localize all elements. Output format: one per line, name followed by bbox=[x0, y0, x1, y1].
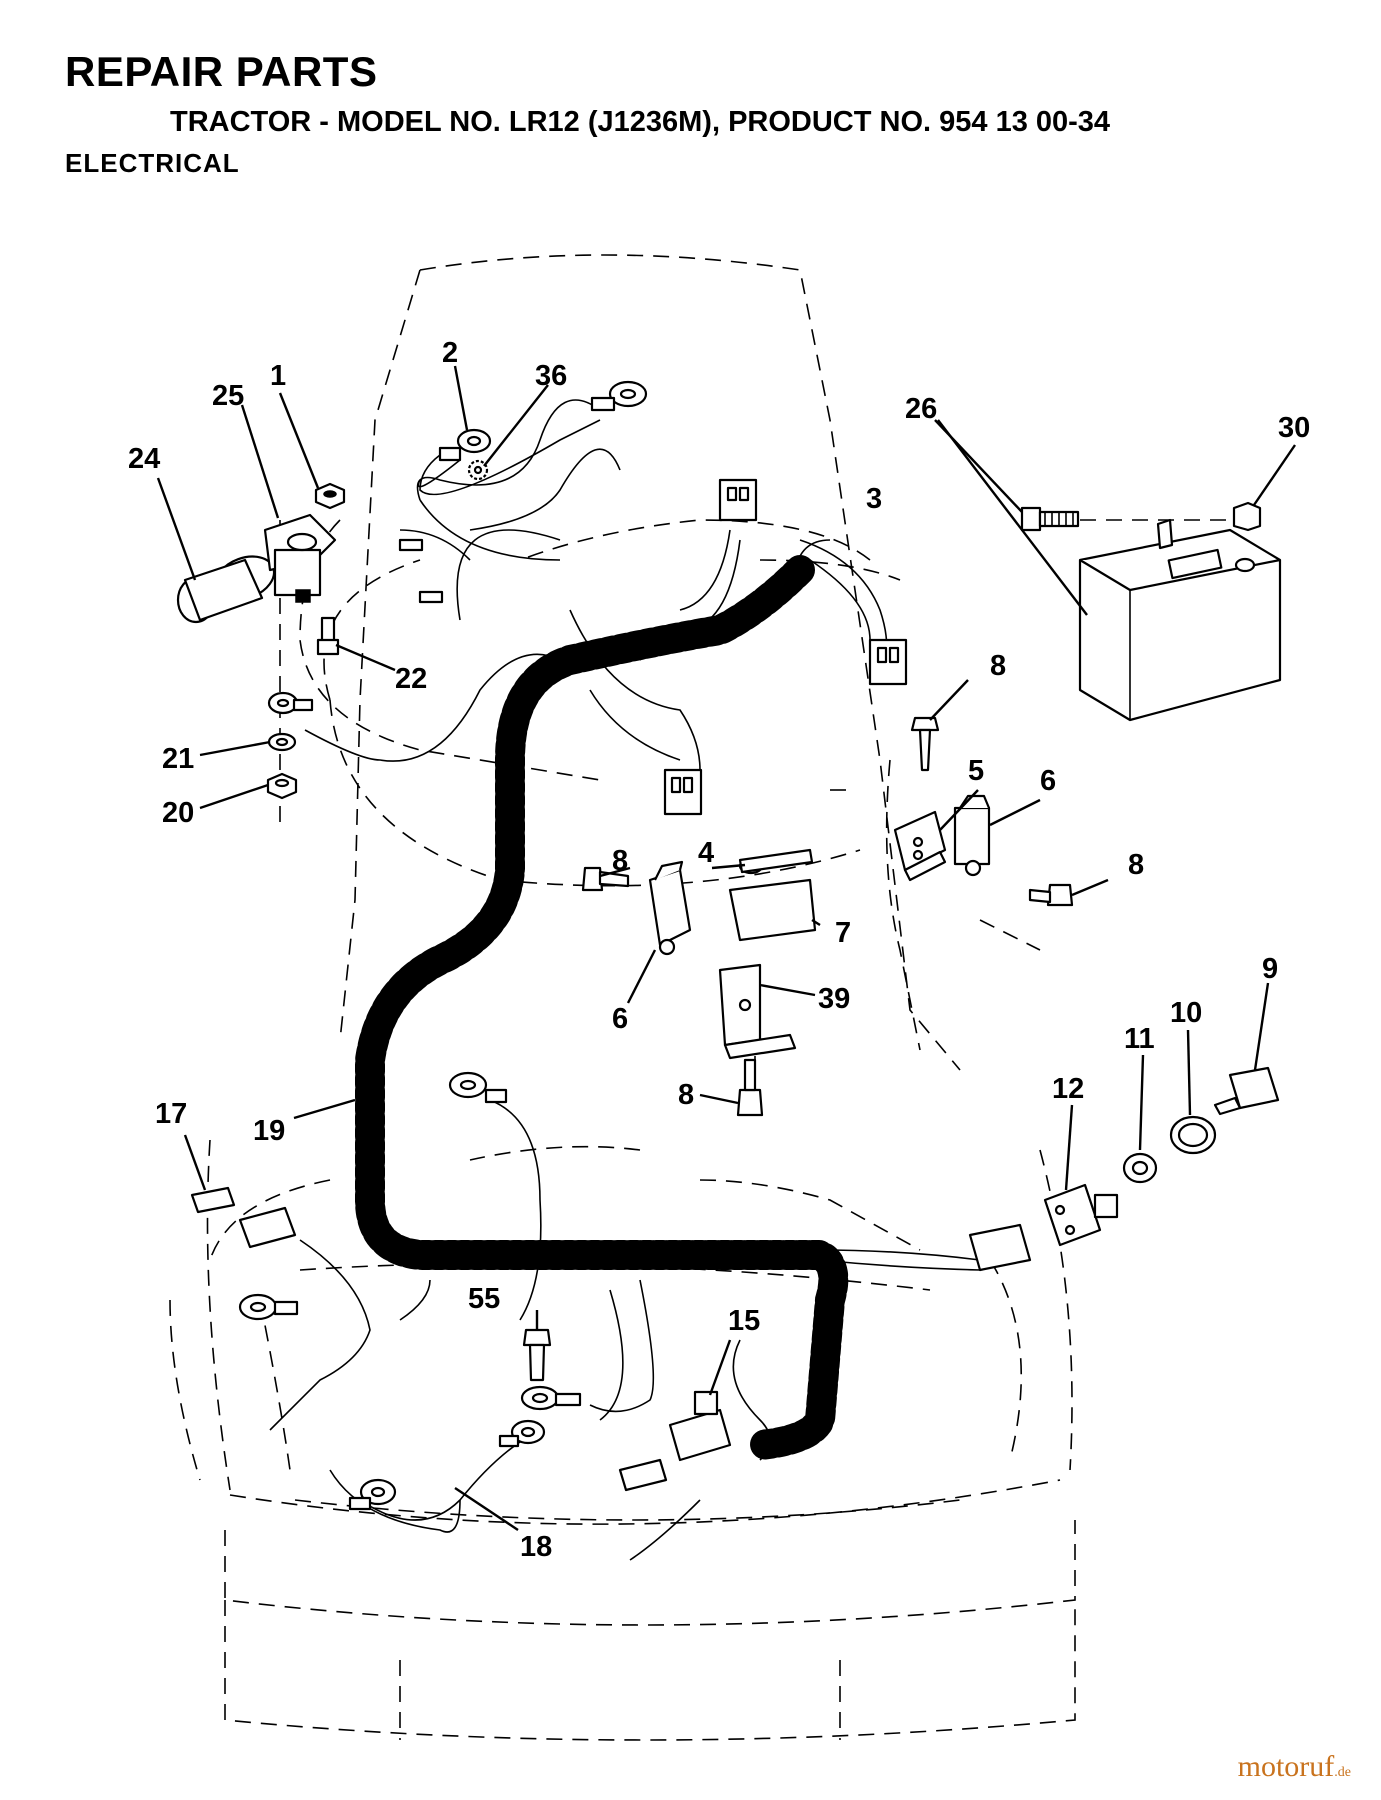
part-24-boot bbox=[176, 555, 276, 624]
part-11-nut bbox=[1122, 1152, 1158, 1184]
callout-8-left: 8 bbox=[612, 845, 628, 877]
ring-terminal-18b bbox=[348, 1478, 397, 1511]
page-title: REPAIR PARTS bbox=[65, 48, 378, 95]
wiring bbox=[269, 399, 981, 1561]
callout-11: 11 bbox=[1124, 1023, 1155, 1055]
part-8-screw-left bbox=[581, 866, 630, 892]
callout-4: 4 bbox=[698, 837, 714, 869]
callout-8-right: 8 bbox=[1128, 849, 1144, 881]
callout-1: 1 bbox=[270, 360, 286, 392]
ring-terminal-upper bbox=[448, 1071, 508, 1104]
part-6-switch-right bbox=[953, 794, 991, 877]
section-label: ELECTRICAL bbox=[65, 148, 240, 178]
callout-55: 55 bbox=[468, 1283, 500, 1315]
fuse-holder bbox=[238, 1206, 297, 1249]
part-6-switch-center bbox=[648, 860, 692, 956]
callout-8-top: 8 bbox=[990, 650, 1006, 682]
callout-6-center: 6 bbox=[612, 1003, 628, 1035]
watermark-brand: motoruf bbox=[1237, 1750, 1335, 1783]
callout-10: 10 bbox=[1170, 997, 1202, 1029]
seat-switch-connector bbox=[618, 1458, 668, 1492]
callout-30: 30 bbox=[1278, 412, 1310, 444]
watermark-logo: motoruf.de bbox=[1238, 1750, 1351, 1784]
ring-terminal-solenoid bbox=[267, 691, 314, 715]
part-9-key bbox=[1213, 1066, 1280, 1116]
small-terminal-b bbox=[418, 590, 444, 604]
part-3-battery bbox=[1078, 518, 1282, 722]
part-8-screw-right bbox=[1028, 883, 1074, 907]
part-10-bezel bbox=[1169, 1115, 1217, 1155]
callout-20: 20 bbox=[162, 797, 194, 829]
part-7-bracket bbox=[728, 848, 817, 942]
part-12-ignition-switch bbox=[1043, 1183, 1119, 1247]
connector-ignition bbox=[968, 1223, 1032, 1272]
callout-19: 19 bbox=[253, 1115, 285, 1147]
callout-3: 3 bbox=[866, 483, 882, 515]
callout-15: 15 bbox=[728, 1305, 760, 1337]
callout-9: 9 bbox=[1262, 953, 1278, 985]
callout-25: 25 bbox=[212, 380, 244, 412]
part-20-nut bbox=[266, 772, 298, 800]
callout-22: 22 bbox=[395, 663, 427, 695]
ring-terminal-17 bbox=[238, 1293, 299, 1321]
callout-5: 5 bbox=[968, 755, 984, 787]
callout-7: 7 bbox=[835, 917, 851, 949]
tractor-outline bbox=[169, 254, 1076, 1741]
callout-2: 2 bbox=[442, 337, 458, 369]
part-8-screw-bottom bbox=[736, 1058, 764, 1117]
part-2-ring-terminal bbox=[438, 428, 492, 462]
connector-top bbox=[718, 478, 758, 522]
connector-center bbox=[663, 768, 703, 816]
part-15-seat-switch bbox=[668, 1390, 732, 1462]
callout-39: 39 bbox=[818, 983, 850, 1015]
watermark-tld: .de bbox=[1334, 1765, 1351, 1780]
ground-wire-2 bbox=[417, 419, 601, 496]
callout-21: 21 bbox=[162, 743, 194, 775]
small-terminal-a bbox=[398, 538, 424, 552]
part-8-screw-top bbox=[910, 716, 940, 772]
callout-17: 17 bbox=[155, 1098, 187, 1130]
connector-right bbox=[868, 638, 908, 686]
callout-8-bottom: 8 bbox=[678, 1079, 694, 1111]
callout-26: 26 bbox=[905, 393, 937, 425]
part-25-solenoid bbox=[263, 513, 337, 603]
switch-guide-line-2 bbox=[979, 919, 1041, 951]
part-39-bracket bbox=[718, 963, 797, 1060]
part-30-nut bbox=[1232, 501, 1262, 532]
callout-24: 24 bbox=[128, 443, 160, 475]
callout-12: 12 bbox=[1052, 1073, 1084, 1105]
part-5-bracket bbox=[893, 810, 947, 882]
ring-terminal-55 bbox=[520, 1385, 582, 1411]
main-harness bbox=[355, 555, 849, 1460]
part-55-bolt bbox=[522, 1328, 552, 1382]
part-1-nut bbox=[314, 482, 346, 510]
leader-lines bbox=[156, 365, 1296, 1531]
callout-36: 36 bbox=[535, 360, 567, 392]
ring-terminal-top bbox=[590, 380, 648, 412]
callout-18: 18 bbox=[520, 1531, 552, 1563]
callout-6-right: 6 bbox=[1040, 765, 1056, 797]
page-subtitle: TRACTOR - MODEL NO. LR12 (J1236M), PRODU… bbox=[170, 106, 1111, 138]
part-36-star-washer bbox=[467, 459, 489, 481]
harness-lead bbox=[794, 539, 831, 573]
part-26-bolt bbox=[1020, 506, 1080, 532]
part-22-bolt bbox=[316, 616, 340, 656]
ring-terminal-18a bbox=[498, 1419, 546, 1448]
part-17-fuse bbox=[190, 1186, 236, 1214]
callouts: 1 2 3 4 5 6 6 7 8 8 8 8 9 10 11 12 15 17… bbox=[128, 337, 1310, 1563]
part-21-washer bbox=[267, 732, 297, 752]
